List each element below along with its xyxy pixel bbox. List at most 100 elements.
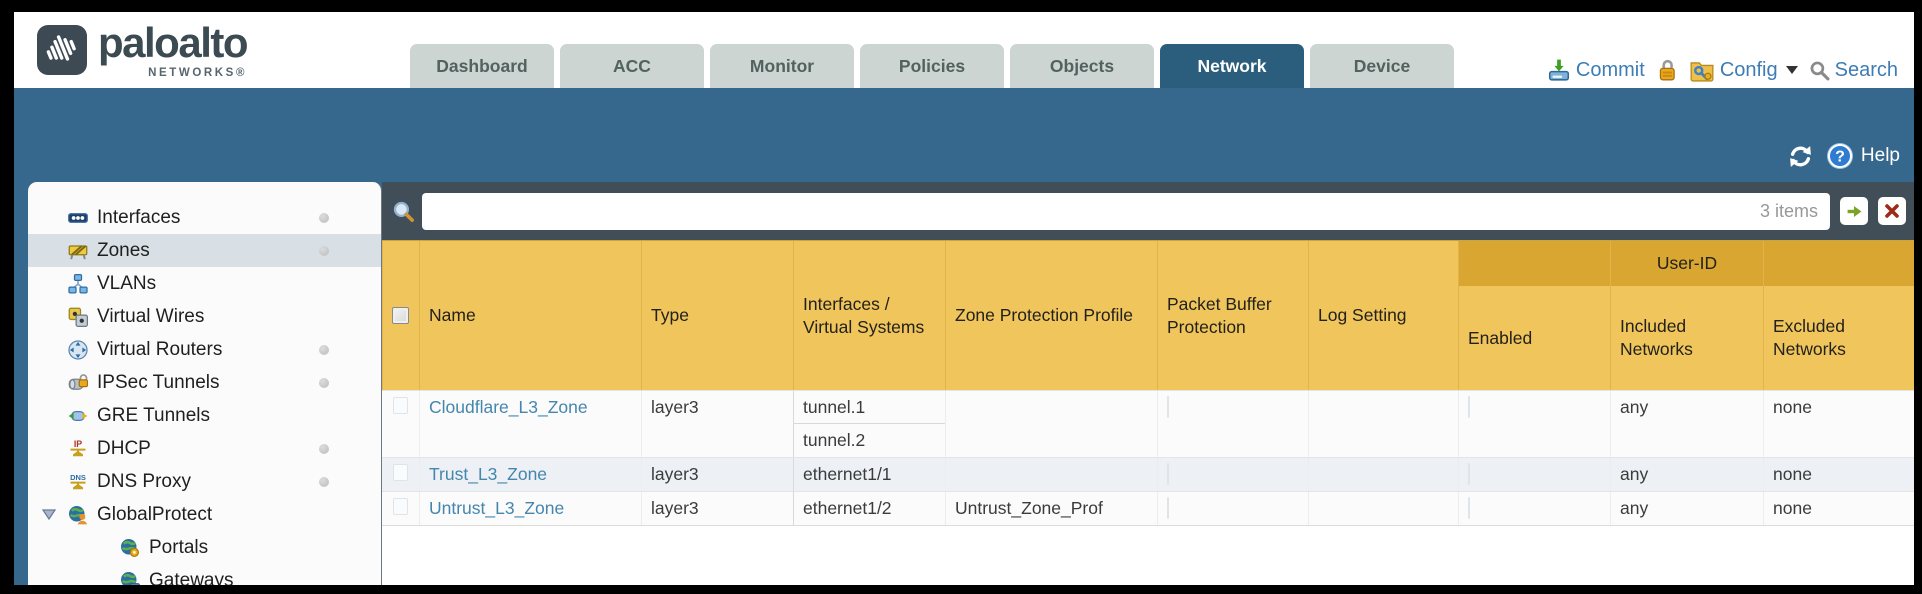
search-button[interactable]: Search	[1809, 59, 1898, 82]
sidebar-item-virtual-routers[interactable]: Virtual Routers	[28, 333, 381, 366]
interface-entry[interactable]: ethernet1/1	[803, 464, 892, 484]
zone-interfaces: ethernet1/1	[793, 458, 946, 491]
zone-type: layer3	[641, 391, 793, 457]
select-all-checkbox-cell	[382, 241, 419, 390]
column-header-zone-protection-profile[interactable]: Zone Protection Profile	[945, 241, 1157, 390]
svg-text:IP: IP	[74, 439, 82, 449]
config-dropdown[interactable]: Config	[1689, 58, 1798, 82]
packet-buffer-protection-checkbox[interactable]	[1167, 463, 1169, 485]
dhcp-icon: IP	[68, 439, 88, 459]
user-id-enabled-cell	[1458, 492, 1610, 525]
row-checkbox[interactable]	[393, 498, 408, 515]
expander-triangle-icon[interactable]	[41, 508, 57, 526]
tab-objects[interactable]: Objects	[1010, 44, 1154, 88]
apply-filter-button[interactable]	[1840, 197, 1868, 225]
log-setting	[1308, 458, 1458, 491]
virtual-routers-icon	[68, 339, 88, 360]
row-checkbox[interactable]	[393, 397, 408, 414]
user-id-enabled-cell	[1458, 391, 1610, 457]
help-button[interactable]: ? Help	[1826, 142, 1900, 170]
user-id-enabled-checkbox[interactable]	[1468, 497, 1470, 519]
sidebar-item-gateways[interactable]: Gateways	[28, 564, 381, 585]
sidebar-item-gre-tunnels[interactable]: GRE Tunnels	[28, 399, 381, 432]
search-icon	[1810, 61, 1830, 80]
sidebar-item-ipsec-tunnels[interactable]: IPSec Tunnels	[28, 366, 381, 399]
tab-policies[interactable]: Policies	[860, 44, 1004, 88]
commit-button[interactable]: Commit	[1547, 58, 1645, 82]
tab-network[interactable]: Network	[1160, 44, 1304, 88]
sidebar-item-label: DNS Proxy	[97, 470, 191, 492]
tab-monitor[interactable]: Monitor	[710, 44, 854, 88]
main-panel: 3 items User-ID	[382, 182, 1914, 585]
packet-buffer-protection-cell	[1157, 458, 1308, 491]
sidebar-item-interfaces[interactable]: Interfaces	[28, 201, 381, 234]
config-icon	[1690, 62, 1714, 82]
zone-protection-profile: Untrust_Zone_Prof	[945, 492, 1157, 525]
status-dot	[319, 213, 329, 223]
table-row: Untrust_L3_Zone layer3 ethernet1/2 Untru…	[382, 491, 1914, 526]
svg-text:DNS: DNS	[70, 473, 86, 482]
config-label: Config	[1719, 58, 1778, 81]
user-id-group-header: User-ID	[1458, 241, 1914, 286]
lock-button[interactable]	[1656, 58, 1678, 82]
row-checkbox-cell	[382, 458, 419, 491]
row-checkbox[interactable]	[393, 464, 408, 481]
filter-input[interactable]	[422, 192, 1830, 230]
paloalto-logo-icon	[37, 25, 87, 75]
sidebar-item-zones[interactable]: Zones	[28, 234, 381, 267]
status-dot	[319, 444, 329, 454]
interface-entry[interactable]: tunnel.1	[794, 391, 945, 424]
excluded-networks: none	[1763, 391, 1914, 457]
zone-name-link[interactable]: Trust_L3_Zone	[419, 458, 641, 491]
packet-buffer-protection-checkbox[interactable]	[1167, 396, 1169, 418]
row-checkbox-cell	[382, 391, 419, 457]
portals-icon	[120, 538, 140, 558]
interface-entry[interactable]: tunnel.2	[803, 430, 866, 450]
zone-type: layer3	[641, 458, 793, 491]
column-header-log-setting[interactable]: Log Setting	[1308, 241, 1458, 390]
included-networks: any	[1610, 391, 1763, 457]
tab-device[interactable]: Device	[1310, 44, 1454, 88]
packet-buffer-protection-checkbox[interactable]	[1167, 497, 1169, 519]
excluded-networks: none	[1763, 458, 1914, 491]
sidebar-item-portals[interactable]: Portals	[28, 531, 381, 564]
refresh-icon[interactable]	[1787, 143, 1814, 170]
sidebar-item-virtual-wires[interactable]: Virtual Wires	[28, 300, 381, 333]
main-nav-tabs: Dashboard ACC Monitor Policies Objects N…	[410, 44, 1454, 88]
zone-protection-profile	[945, 458, 1157, 491]
dns-proxy-icon: DNS	[68, 472, 88, 492]
column-header-excluded-networks[interactable]: Excluded Networks	[1763, 241, 1914, 390]
zone-name-link[interactable]: Untrust_L3_Zone	[419, 492, 641, 525]
status-dot	[319, 378, 329, 388]
included-networks: any	[1610, 458, 1763, 491]
user-id-enabled-cell	[1458, 458, 1610, 491]
column-header-included-networks[interactable]: Included Networks	[1610, 241, 1763, 390]
zone-name-link[interactable]: Cloudflare_L3_Zone	[419, 391, 641, 457]
tab-dashboard[interactable]: Dashboard	[410, 44, 554, 88]
interfaces-icon	[68, 208, 88, 228]
sidebar-item-globalprotect[interactable]: GlobalProtect	[28, 498, 381, 531]
sidebar-item-label: VLANs	[97, 272, 157, 294]
sidebar-item-dns-proxy[interactable]: DNS DNS Proxy	[28, 465, 381, 498]
filter-toolbar: 3 items	[382, 182, 1914, 240]
virtual-wires-icon	[68, 307, 88, 327]
clear-filter-button[interactable]	[1878, 197, 1906, 225]
column-header-name[interactable]: Name	[419, 241, 641, 390]
select-all-checkbox[interactable]	[392, 307, 409, 324]
packet-buffer-protection-cell	[1157, 391, 1308, 457]
tab-acc[interactable]: ACC	[560, 44, 704, 88]
sidebar-item-label: GlobalProtect	[97, 503, 213, 525]
column-header-type[interactable]: Type	[641, 241, 793, 390]
column-header-interfaces[interactable]: Interfaces / Virtual Systems	[793, 241, 945, 390]
table-row: Trust_L3_Zone layer3 ethernet1/1 any non…	[382, 457, 1914, 491]
column-header-enabled[interactable]: Enabled	[1458, 241, 1610, 390]
sidebar-item-dhcp[interactable]: IP DHCP	[28, 432, 381, 465]
sidebar-item-vlans[interactable]: VLANs	[28, 267, 381, 300]
column-header-packet-buffer-protection[interactable]: Packet Buffer Protection	[1157, 241, 1308, 390]
sidebar-item-label: Interfaces	[97, 206, 181, 228]
user-id-enabled-checkbox[interactable]	[1468, 463, 1470, 485]
user-id-enabled-checkbox[interactable]	[1468, 396, 1470, 418]
log-setting	[1308, 492, 1458, 525]
zone-interfaces: ethernet1/2	[793, 492, 946, 525]
interface-entry[interactable]: ethernet1/2	[803, 498, 892, 518]
